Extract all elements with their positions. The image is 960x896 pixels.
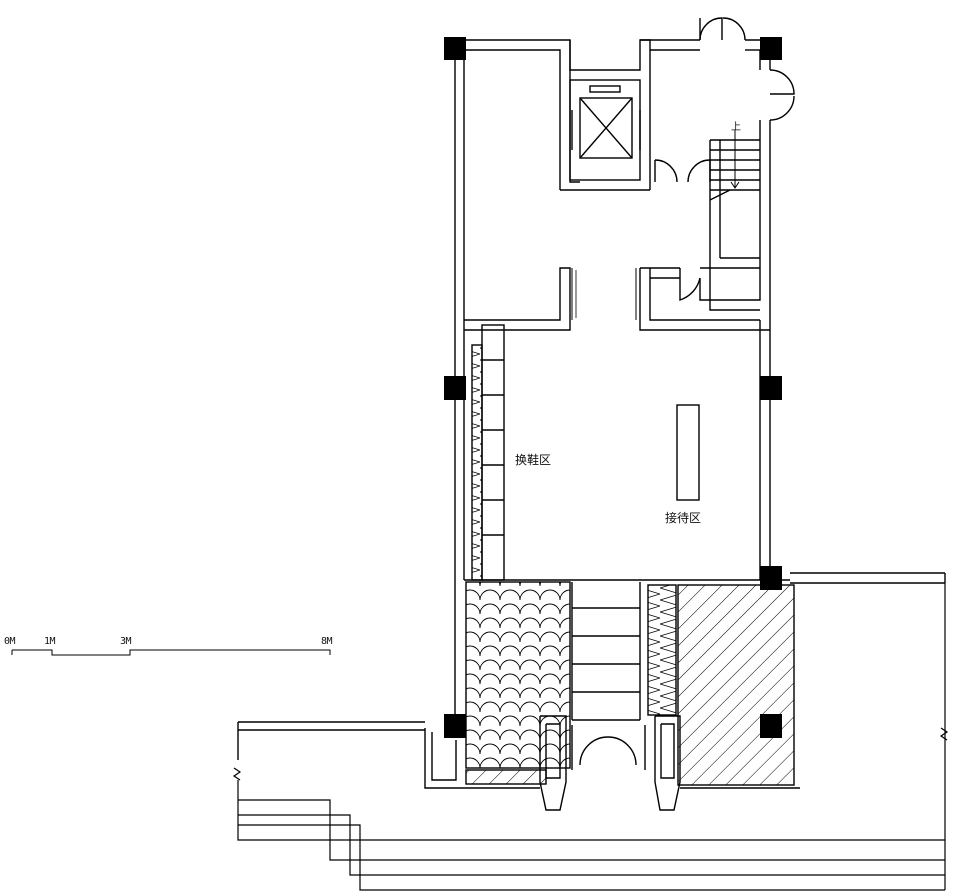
elevator-shaft [560,79,650,191]
room-label-shoe-area: 换鞋区 [515,453,552,467]
door-top-right [699,17,746,41]
scale-label-1: 1M [44,636,56,647]
column [444,37,466,60]
partition-wall-left [464,267,577,331]
entrance-planter-right [654,715,681,811]
partition-wall-right [635,267,770,331]
hatched-deck-right [677,584,795,786]
scale-bar [11,649,331,656]
room-label-reception-area: 接待区 [665,511,702,525]
column [760,37,782,60]
door-stair-landing [654,159,711,183]
entrance-planter-left [539,715,567,811]
scale-pattern-floor [465,581,571,769]
scale-label-8: 8M [321,636,333,647]
stair-direction-label: 上 [731,122,741,133]
exterior-wall-top [454,39,770,190]
staircase [709,130,760,269]
column [444,714,466,738]
column [444,376,466,400]
entrance-facade [464,572,946,584]
structural-columns [444,37,782,738]
entrance-doors [571,725,646,770]
entrance-steps [571,582,677,721]
scale-label-0: 0M [4,636,16,647]
lower-left-wall [237,721,800,789]
column [760,376,782,400]
exterior-wall-right [759,40,771,580]
site-boundary [232,583,949,891]
hatched-floor-left [465,769,547,785]
column [760,714,782,738]
shoe-cabinet [471,324,505,581]
scale-label-3: 3M [120,636,132,647]
door-right-side [769,69,795,121]
column [760,566,782,590]
reception-desk [676,404,700,501]
